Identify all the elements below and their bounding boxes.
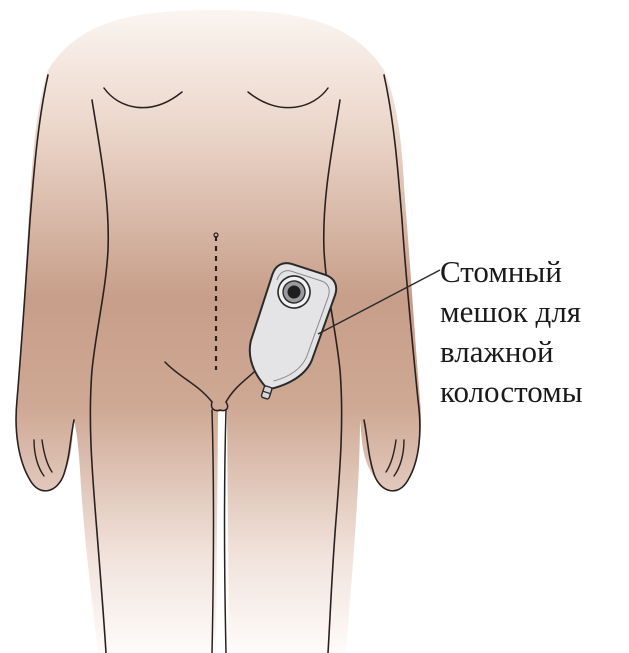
right-inner-leg-line — [225, 410, 227, 653]
callout-line-4: колостомы — [440, 372, 626, 412]
pouch-callout-label: Стомный мешок для влажной колостомы — [440, 252, 626, 412]
callout-line-1: Стомный — [440, 252, 626, 292]
callout-line-2: мешок для — [440, 292, 626, 332]
callout-line-3: влажной — [440, 332, 626, 372]
body-silhouette — [16, 10, 421, 653]
